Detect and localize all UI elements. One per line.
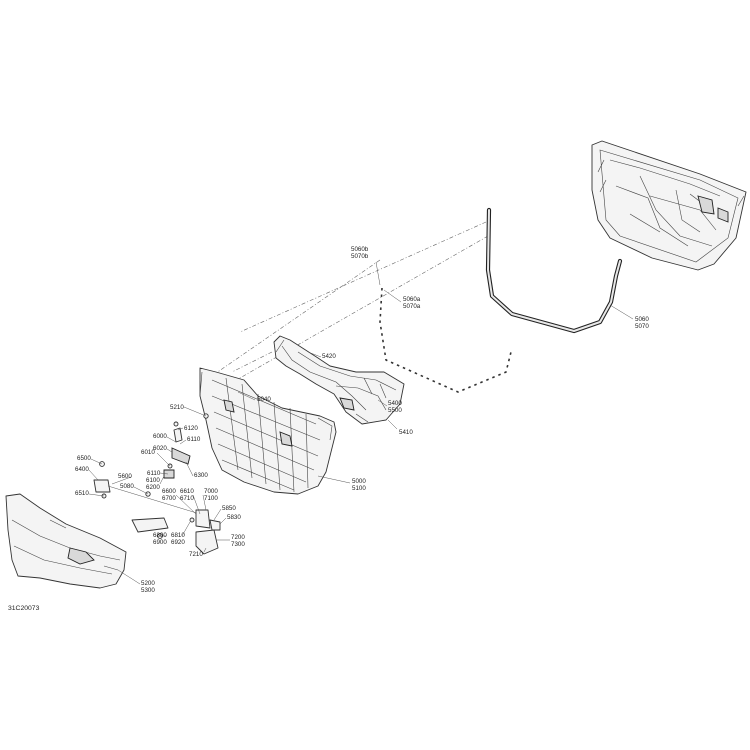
label-5420: 5420 — [322, 353, 336, 360]
label-5080: 5080 — [120, 483, 134, 490]
callout-line: 5850 — [222, 505, 236, 512]
callout-line: 6710 — [180, 495, 194, 502]
callout-line: 6920 — [171, 539, 185, 546]
label-5210: 5210 — [170, 404, 184, 411]
callout-line: 6810 — [171, 532, 185, 539]
door-seal-5060 — [485, 207, 623, 334]
callout-line: 7000 — [204, 488, 218, 495]
callout-line: 5100 — [352, 485, 366, 492]
label-6120: 6120 — [184, 425, 198, 432]
callout-line: 6400 — [75, 466, 89, 473]
label-6510: 6510 — [75, 490, 89, 497]
callout-line: 5410 — [399, 429, 413, 436]
callout-line: 6610 — [180, 488, 194, 495]
callout-line: 6900 — [153, 539, 167, 546]
label-5040: 5040 — [257, 396, 271, 403]
label-6400: 6400 — [75, 466, 89, 473]
alignment-lines — [205, 221, 489, 387]
callout-line: 6020 — [153, 445, 167, 452]
callout-line: 5210 — [170, 404, 184, 411]
callout-line: 6300 — [194, 472, 208, 479]
callout-line: 5070a — [403, 303, 421, 310]
door-frame-5000 — [199, 367, 337, 495]
callout-line: 6110 — [147, 470, 161, 477]
callout-line: 6500 — [77, 455, 91, 462]
callout-line: 6120 — [184, 425, 198, 432]
label-6010: 6010 — [141, 449, 155, 456]
callout-line: 6800 — [153, 532, 167, 539]
reference-code: 31C20073 — [8, 605, 40, 612]
inner-panel-5400 — [273, 335, 405, 425]
callout-line: 5500 — [388, 407, 402, 414]
label-5850: 5850 — [222, 505, 236, 512]
callout-line: 5060 — [635, 316, 649, 323]
label-5410: 5410 — [399, 429, 413, 436]
callout-line: 6510 — [75, 490, 89, 497]
label-5830: 5830 — [227, 514, 241, 521]
callout-line: 5420 — [322, 353, 336, 360]
label-6110b: 6110 — [147, 470, 161, 477]
label-5600: 5600 — [118, 473, 132, 480]
callout-line: 6700 — [162, 495, 176, 502]
leader-lines — [88, 261, 634, 585]
callout-line: 5040 — [257, 396, 271, 403]
callout-line: 6000 — [153, 433, 167, 440]
callout-line: 6110 — [187, 436, 201, 443]
callout-line: 6200 — [146, 484, 160, 491]
callout-line: 7300 — [231, 541, 245, 548]
callout-line: 5070b — [351, 253, 369, 260]
label-6110a: 6110 — [187, 436, 201, 443]
callout-line: 7200 — [231, 534, 245, 541]
callout-line: 6600 — [162, 488, 176, 495]
door-outer-panel-5200 — [5, 493, 127, 589]
callout-line: 5830 — [227, 514, 241, 521]
callout-line: 5000 — [352, 478, 366, 485]
label-6300: 6300 — [194, 472, 208, 479]
callout-line: 5300 — [141, 587, 155, 594]
latch-assembly-parts — [93, 413, 221, 555]
callout-line: 6010 — [141, 449, 155, 456]
seal-path-5060a — [379, 287, 512, 393]
callout-line: 5080 — [120, 483, 134, 490]
label-6020: 6020 — [153, 445, 167, 452]
callout-line: 5070 — [635, 323, 649, 330]
door-inner-panel — [591, 140, 747, 271]
label-6000: 6000 — [153, 433, 167, 440]
callout-line: 5060a — [403, 296, 421, 303]
callout-line: 6100 — [146, 477, 160, 484]
callout-line: 5060b — [351, 246, 369, 253]
callout-line: 7100 — [204, 495, 218, 502]
label-7210: 7210 — [189, 551, 203, 558]
label-6500: 6500 — [77, 455, 91, 462]
callout-line: 5600 — [118, 473, 132, 480]
callout-line: 5200 — [141, 580, 155, 587]
callout-line: 5400 — [388, 400, 402, 407]
callout-line: 7210 — [189, 551, 203, 558]
